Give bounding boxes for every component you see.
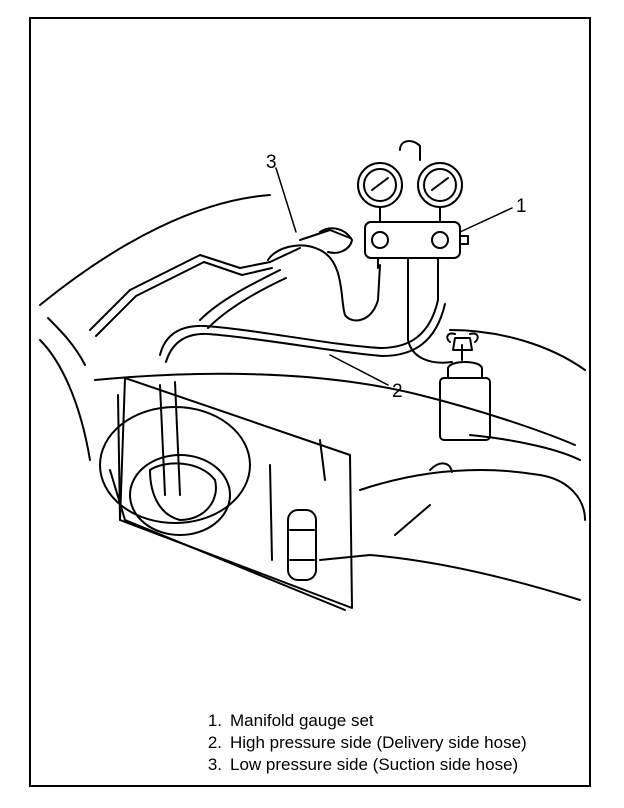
refrigerant-lines — [89, 247, 301, 337]
callout-1-label: 1 — [516, 196, 527, 217]
manifold-gauge-set — [357, 140, 469, 269]
callout-2-label: 2 — [392, 381, 403, 402]
receiver-dryer — [287, 509, 317, 581]
low-pressure-hose — [267, 227, 381, 322]
legend-item: 3. Low pressure side (Suction side hose) — [192, 754, 527, 776]
legend-label: High pressure side (Delivery side hose) — [230, 733, 527, 752]
condenser — [109, 377, 353, 611]
high-pressure-hose — [159, 261, 446, 363]
fan-compressor — [99, 381, 251, 536]
legend: 1. Manifold gauge set 2. High pressure s… — [192, 710, 527, 776]
legend-label: Manifold gauge set — [230, 711, 374, 730]
legend-label: Low pressure side (Suction side hose) — [230, 755, 519, 774]
legend-number: 1. — [207, 711, 222, 730]
legend-item: 1. Manifold gauge set — [192, 710, 527, 732]
legend-item: 2. High pressure side (Delivery side hos… — [192, 732, 527, 754]
leader-lines — [275, 167, 513, 386]
legend-number: 2. — [207, 733, 222, 752]
callout-3-label: 3 — [266, 152, 277, 173]
engine-bay-outline — [39, 194, 586, 601]
refrigerant-can — [439, 332, 491, 441]
legend-number: 3. — [207, 755, 222, 774]
figure-frame — [29, 17, 591, 787]
charging-hose — [407, 261, 453, 364]
